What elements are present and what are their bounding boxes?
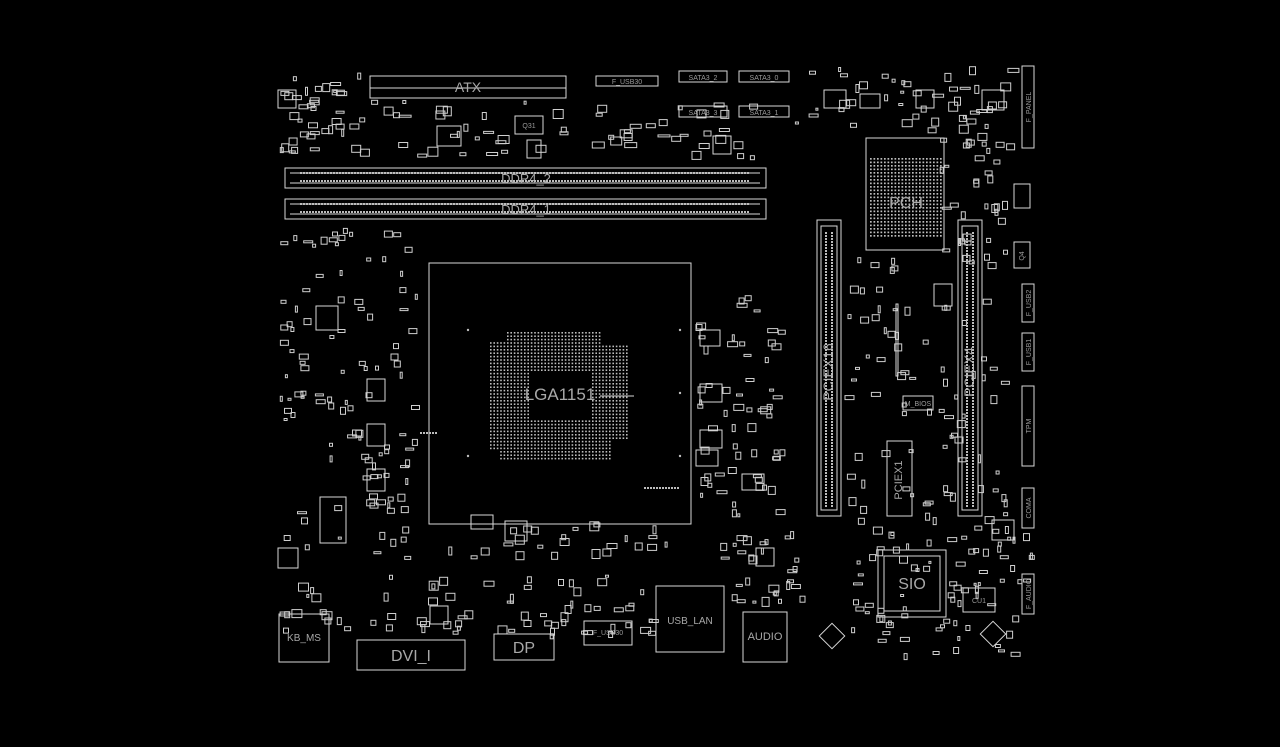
f-usb30-label: F_USB30 xyxy=(612,79,642,86)
usb-lan-label: USB_LAN xyxy=(667,616,713,627)
sata-connectors: SATA3_2 SATA3_0 SATA3_3 SATA3_1 xyxy=(678,70,790,118)
coma-label: COMA xyxy=(1026,497,1033,518)
cpu-pin-grid xyxy=(466,328,682,460)
ddr4-2-label: DDR4_2 xyxy=(501,171,551,186)
f-usb1-label: F_USB1 xyxy=(1026,339,1033,366)
diamond-ics xyxy=(818,620,1007,650)
f-usb30-bottom-label: F_USB30 xyxy=(593,630,623,637)
tpm-label: TPM xyxy=(1026,418,1033,433)
f-usb2-label: F_USB2 xyxy=(1026,290,1033,317)
kb-ms-label: KB_MS xyxy=(287,633,321,644)
ddr4-slot-1: DDR4_1 xyxy=(284,198,767,220)
cpu-socket: LGA1151 xyxy=(428,262,692,525)
f-panel-label: F_PANEL xyxy=(1026,92,1033,123)
f-usb30-connector: F_USB30 xyxy=(595,75,659,87)
dvi-port: DVI_I xyxy=(356,639,466,671)
cu1-label: CU1 xyxy=(972,598,986,605)
pch-chip: PCH xyxy=(865,137,945,251)
sata-1-label: SATA3_1 xyxy=(750,110,779,117)
right-connectors: Q4 F_USB2 F_USB1 TPM COMA F_AUDIO xyxy=(1013,241,1035,615)
pciex16-slot: PCIEX16 xyxy=(816,219,842,517)
pciex1-slot: PCIEX1 xyxy=(886,440,913,517)
cpu-socket-label: LGA1151 xyxy=(525,385,596,404)
bios-label: M_BIOS xyxy=(905,401,932,408)
q4-label: Q4 xyxy=(1019,251,1026,260)
cu1-chip: CU1 xyxy=(962,587,996,613)
ddr4-slot-2: DDR4_2 xyxy=(284,167,767,189)
ddr4-1-label: DDR4_1 xyxy=(501,202,551,217)
sio-label: SIO xyxy=(898,576,926,593)
dp-label: DP xyxy=(513,640,535,657)
sata-0-label: SATA3_0 xyxy=(750,75,779,82)
q31-component: Q31 xyxy=(514,115,544,135)
sata-3-label: SATA3_3 xyxy=(689,110,718,117)
f-audio-label: F_AUDIO xyxy=(1026,578,1033,609)
smd-components xyxy=(277,66,1035,661)
atx-label: ATX xyxy=(455,79,482,95)
sata-2-label: SATA3_2 xyxy=(689,75,718,82)
audio-label: AUDIO xyxy=(748,631,783,643)
q31-label: Q31 xyxy=(522,123,535,130)
kb-ms-port: KB_MS xyxy=(278,613,330,663)
pch-label: PCH xyxy=(889,195,923,212)
dp-port: DP xyxy=(493,633,555,661)
dvi-label: DVI_I xyxy=(391,648,431,665)
f-usb30-bottom: F_USB30 xyxy=(583,620,633,646)
atx-connector: ATX xyxy=(369,75,567,99)
pciex16-label: PCIEX16 xyxy=(820,343,836,401)
bios-chip: M_BIOS xyxy=(902,395,934,411)
pciex1-label: PCIEX1 xyxy=(893,460,905,499)
audio-port: AUDIO xyxy=(742,611,788,663)
pch-pin-grid xyxy=(870,158,942,237)
usb-lan-port: USB_LAN xyxy=(655,585,725,653)
sio-chip: SIO xyxy=(877,549,947,618)
f-panel-connector: F_PANEL xyxy=(1021,65,1035,149)
